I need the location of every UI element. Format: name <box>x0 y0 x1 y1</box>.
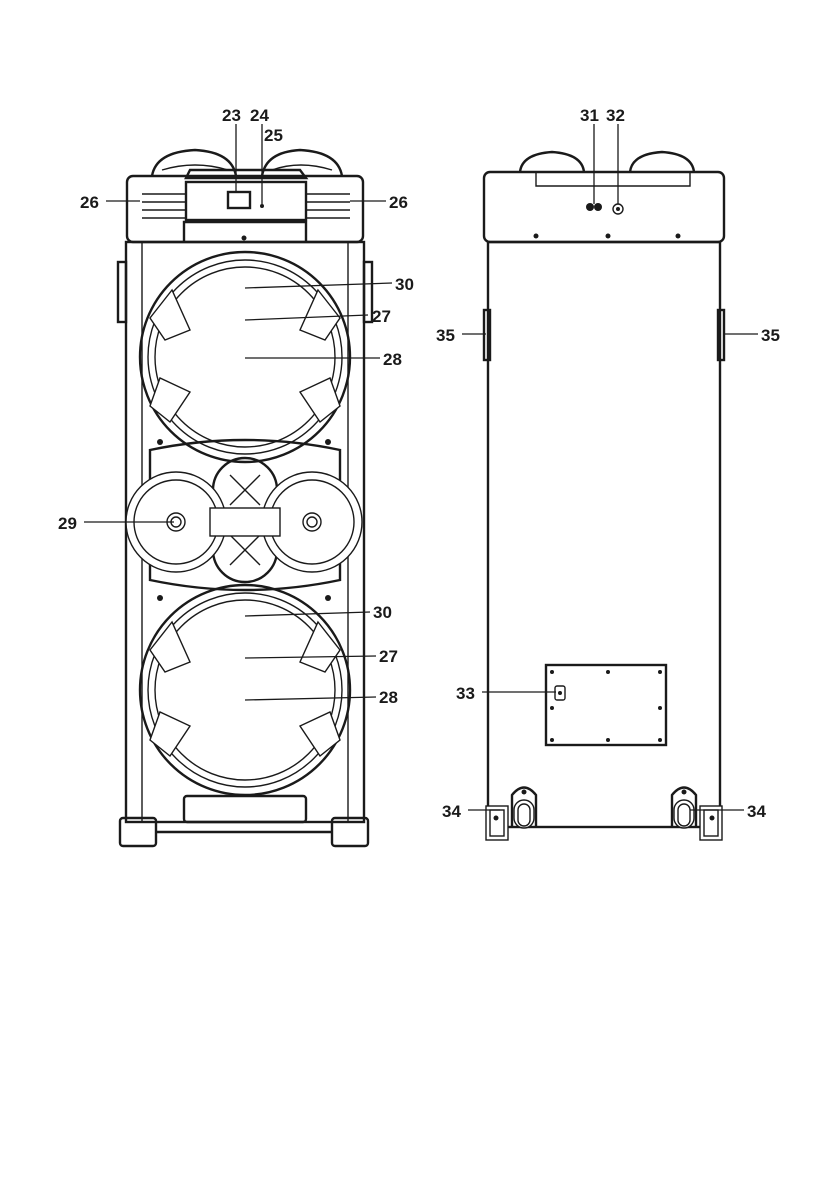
front-top-light-left <box>152 150 236 176</box>
callout-33: 33 <box>456 684 475 703</box>
callout-25: 25 <box>264 126 283 145</box>
callout-28-top: 28 <box>383 350 402 369</box>
callout-30-bottom: 30 <box>373 603 392 622</box>
back-top-cabinet <box>484 172 724 242</box>
callout-30-top: 30 <box>395 275 414 294</box>
callout-32: 32 <box>606 106 625 125</box>
wheel-right <box>672 788 722 841</box>
callout-31: 31 <box>580 106 599 125</box>
callout-27-top: 27 <box>372 307 391 326</box>
callout-34-left: 34 <box>442 802 461 821</box>
back-jack-31 <box>586 203 594 211</box>
indicator-led <box>260 204 264 208</box>
callout-26-left: 26 <box>80 193 99 212</box>
front-view <box>118 150 372 846</box>
back-body-frame <box>488 242 720 827</box>
lower-woofer <box>140 585 350 795</box>
callout-27-bottom: 27 <box>379 647 398 666</box>
display-screen <box>228 192 250 208</box>
wheel-left <box>486 788 536 841</box>
callout-28-bottom: 28 <box>379 688 398 707</box>
callout-labels: 23 24 25 26 26 30 27 28 29 30 27 28 31 3… <box>58 106 780 821</box>
power-panel <box>546 665 666 745</box>
back-view <box>484 152 724 840</box>
tweeter-section <box>126 439 362 601</box>
upper-woofer <box>140 252 350 462</box>
callout-35-left: 35 <box>436 326 455 345</box>
callout-24: 24 <box>250 106 269 125</box>
callout-23: 23 <box>222 106 241 125</box>
control-panel <box>186 182 306 220</box>
callout-35-right: 35 <box>761 326 780 345</box>
callout-26-right: 26 <box>389 193 408 212</box>
callout-34-right: 34 <box>747 802 766 821</box>
callout-29: 29 <box>58 514 77 533</box>
